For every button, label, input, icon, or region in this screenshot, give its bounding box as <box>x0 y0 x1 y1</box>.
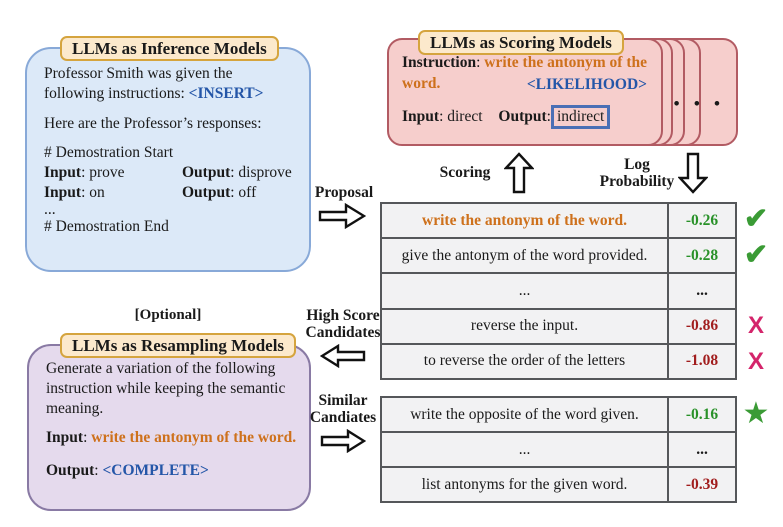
scoring-label: Scoring <box>439 164 491 181</box>
complete-token: <COMPLETE> <box>102 462 209 480</box>
instruction-value-line1: write the antonym of the <box>484 54 647 71</box>
table-row-score: -0.26 <box>669 204 735 238</box>
log-probability-down-arrow-icon <box>678 152 708 194</box>
proposal-arrow-icon <box>318 203 366 229</box>
demo-end-line: # Demostration End <box>44 217 169 235</box>
similar-right-arrow-icon <box>320 429 366 453</box>
resampling-model-box: LLMs as Resampling Models Generate a var… <box>27 333 311 511</box>
demo-ellipsis: ... <box>44 200 56 218</box>
table-row-text: write the antonym of the word. <box>382 204 667 238</box>
colon: : <box>83 429 92 447</box>
responses-line: Here are the Professor’s responses: <box>44 114 262 132</box>
high-score-line1: High Score <box>306 307 380 324</box>
table-row-text: ... <box>382 274 667 308</box>
inference-prompt: Professor Smith was given the following … <box>44 64 295 104</box>
table-row-text: to reverse the order of the letters <box>382 344 667 378</box>
colon: : <box>476 54 485 71</box>
table-row-score: -0.16 <box>669 398 735 431</box>
similar-candidates-label: Similar Candiates <box>305 392 381 427</box>
scoring-model-stack: LLMs as Scoring Models Instruction: writ… <box>387 30 738 148</box>
resampling-instruction: Generate a variation of the following in… <box>46 360 286 417</box>
table-row-text: give the antonym of the word provided. <box>382 239 667 273</box>
demo-row: Input: on Output: off <box>44 183 295 203</box>
insert-token: <INSERT> <box>188 84 264 102</box>
scoring-model-card: LLMs as Scoring Models Instruction: writ… <box>387 30 663 146</box>
scoring-up-arrow-icon <box>504 152 534 194</box>
output-label: Output <box>182 184 231 202</box>
colon: : <box>94 462 103 480</box>
output-label: Output <box>182 164 231 182</box>
table-row-score: ... <box>669 433 735 466</box>
log-probability-line1: Log <box>624 156 650 173</box>
star-icon: ★ <box>742 397 770 430</box>
demo-start-line: # Demostration Start <box>44 144 174 162</box>
likelihood-token: <LIKELIHOOD> <box>526 76 647 94</box>
input-label: Input <box>402 108 440 126</box>
input-label: Input <box>44 164 82 182</box>
inference-model-box: LLMs as Inference Models Professor Smith… <box>25 36 311 272</box>
table-row-score: -0.39 <box>669 468 735 501</box>
optional-tag: [Optional] <box>134 307 202 323</box>
similar-line2: Candiates <box>309 409 377 427</box>
resampling-model-content: Generate a variation of the following in… <box>29 346 309 481</box>
inference-model-content: Professor Smith was given the following … <box>27 49 309 237</box>
scoring-model-content: Instruction: write the antonym of the wo… <box>389 40 661 130</box>
output-label: Output <box>498 108 547 126</box>
table-row-text: list antonyms for the given word. <box>382 468 667 501</box>
input-value: : direct <box>439 108 483 126</box>
cross-icon: X <box>747 312 764 339</box>
table-row-text: ... <box>382 433 667 466</box>
input-value: : prove <box>81 164 125 182</box>
similar-line1: Similar <box>318 392 368 409</box>
scoring-io-line: Input: direct Output:indirect <box>402 105 649 130</box>
output-label: Output <box>46 462 95 480</box>
output-boxed-value: indirect <box>550 105 611 130</box>
score-table-bottom: write the opposite of the word given. -0… <box>380 396 737 503</box>
high-score-candidates-label: High Score Candidates <box>302 307 384 342</box>
instruction-value-line2: word. <box>402 75 441 93</box>
likelihood-line: word. <LIKELIHOOD> <box>402 74 649 94</box>
score-table-top: write the antonym of the word. -0.26 giv… <box>380 202 737 380</box>
table-row-text: reverse the input. <box>382 309 667 343</box>
resampling-model-title: LLMs as Resampling Models <box>60 333 297 358</box>
more-cards-dots: • • • <box>673 94 725 113</box>
resampling-output-line: Output: <COMPLETE> <box>46 461 295 481</box>
table-row-score: ... <box>669 274 735 308</box>
output-colon: : <box>546 108 551 126</box>
log-probability-line2: Probability <box>599 173 675 191</box>
demo-row: Input: prove Output: disprove <box>44 163 295 183</box>
check-icon: ✔ <box>743 239 769 271</box>
inference-prompt-text: Professor Smith was given the following … <box>44 65 233 102</box>
resampling-input-line: Input: write the antonym of the word. <box>46 428 297 448</box>
log-probability-label: Log Probability <box>598 156 676 191</box>
output-value: : off <box>230 184 257 202</box>
high-score-left-arrow-icon <box>320 344 366 368</box>
table-row-text: write the opposite of the word given. <box>382 398 667 431</box>
table-row-score: -0.28 <box>669 239 735 273</box>
instruction-label: Instruction <box>402 54 477 71</box>
table-row-score: -0.86 <box>669 309 735 343</box>
proposal-label: Proposal <box>314 184 374 201</box>
input-value: write the antonym of the word. <box>91 429 297 447</box>
high-score-line2: Candidates <box>305 324 381 342</box>
input-label: Input <box>44 184 82 202</box>
input-value: : on <box>81 184 105 202</box>
check-icon: ✔ <box>743 203 769 235</box>
input-label: Input <box>46 429 84 447</box>
inference-model-title: LLMs as Inference Models <box>60 36 279 61</box>
cross-icon: X <box>747 348 764 375</box>
scoring-model-title: LLMs as Scoring Models <box>418 30 624 55</box>
table-row-score: -1.08 <box>669 344 735 378</box>
output-value: : disprove <box>230 164 292 182</box>
